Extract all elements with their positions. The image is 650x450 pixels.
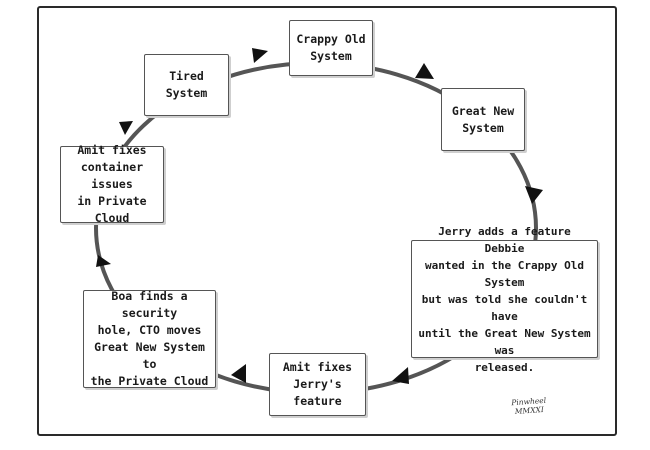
node-label: Boa finds a security hole, CTO moves Gre…	[90, 289, 209, 388]
arrow-to-tired-system	[119, 121, 133, 135]
arrow-to-crappy-old-system	[252, 48, 268, 63]
node-tired-system: Tired System	[144, 54, 229, 116]
arrow-to-boa-finds-hole	[231, 364, 246, 383]
node-crappy-old-system: Crappy Old System	[289, 20, 373, 76]
arrow-to-amit-fixes-jerry	[392, 367, 409, 384]
node-label: Jerry adds a feature Debbie wanted in th…	[418, 224, 591, 374]
artist-signature: Pinwheel MMXXI	[505, 395, 552, 416]
node-jerry-adds-feature: Jerry adds a feature Debbie wanted in th…	[411, 225, 598, 374]
arrow-to-jerry-feature	[525, 186, 543, 204]
node-label: Amit fixes container issues in Private C…	[77, 143, 147, 225]
node-label: Tired System	[165, 69, 208, 100]
node-label: Crappy Old System	[296, 32, 366, 63]
arrow-to-amit-fixes-container	[96, 255, 111, 267]
arrow-to-great-new-system	[415, 63, 434, 79]
panel-frame	[37, 6, 617, 436]
node-amit-fixes-container: Amit fixes container issues in Private C…	[60, 143, 164, 225]
node-amit-fixes-jerry: Amit fixes Jerry's feature	[269, 353, 366, 416]
node-great-new-system: Great New System	[441, 88, 525, 151]
node-boa-finds-hole: Boa finds a security hole, CTO moves Gre…	[83, 289, 216, 388]
node-label: Great New System	[451, 103, 515, 135]
node-label: Amit fixes Jerry's feature	[282, 360, 353, 408]
